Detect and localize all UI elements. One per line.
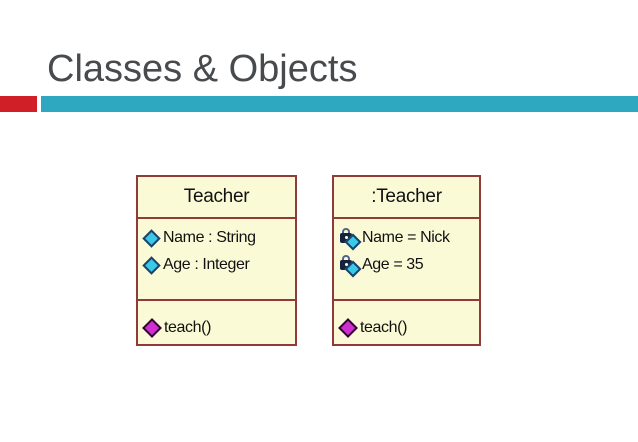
attribute-diamond-icon <box>142 228 161 248</box>
object-attributes-compartment: Name = Nick Age = 35 <box>334 219 479 301</box>
title-underline-red-segment <box>0 96 37 112</box>
attribute-row: Name = Nick <box>339 228 475 251</box>
slide-title: Classes & Objects <box>47 48 358 90</box>
operation-diamond-icon <box>338 318 358 338</box>
operation-row: teach() <box>142 318 291 338</box>
class-name: Teacher <box>138 177 295 219</box>
attribute-label: Age = 35 <box>362 256 424 273</box>
attribute-label: Age : Integer <box>163 256 250 273</box>
operation-row: teach() <box>338 318 475 338</box>
attribute-row: Name : String <box>142 228 291 248</box>
attribute-row: Age : Integer <box>142 255 291 275</box>
attribute-label: Name = Nick <box>362 229 450 246</box>
operation-diamond-icon <box>142 318 162 338</box>
object-operations-compartment: teach() <box>334 301 479 338</box>
attribute-label: Name : String <box>163 229 256 246</box>
title-underline-teal-segment <box>41 96 638 112</box>
class-operations-compartment: teach() <box>138 301 295 338</box>
object-name: :Teacher <box>334 177 479 219</box>
operation-label: teach() <box>360 319 407 336</box>
attribute-row: Age = 35 <box>339 255 475 278</box>
uml-object-box: :Teacher Name = Nick Age = 35 <box>332 175 481 346</box>
uml-class-box: Teacher Name : String Age : Integer teac… <box>136 175 297 346</box>
attribute-diamond-icon <box>142 255 161 275</box>
operation-label: teach() <box>164 319 211 336</box>
class-attributes-compartment: Name : String Age : Integer <box>138 219 295 301</box>
lock-icon <box>339 255 362 278</box>
lock-icon <box>339 228 362 251</box>
